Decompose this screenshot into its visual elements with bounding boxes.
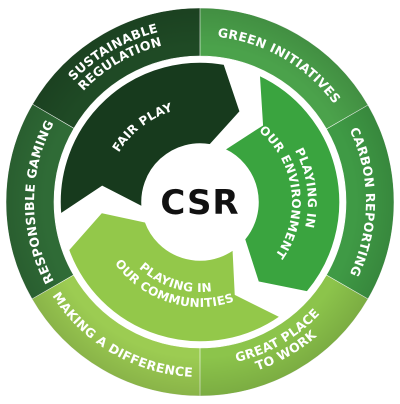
inner-ring xyxy=(59,61,341,343)
inner-arrow-playing-in-our-communities xyxy=(67,211,282,343)
center-circle xyxy=(145,147,255,257)
inner-arrow-fair-play xyxy=(59,61,242,216)
inner-arrow-playing-in-our-environment xyxy=(222,73,341,293)
center-label: CSR xyxy=(160,183,239,223)
